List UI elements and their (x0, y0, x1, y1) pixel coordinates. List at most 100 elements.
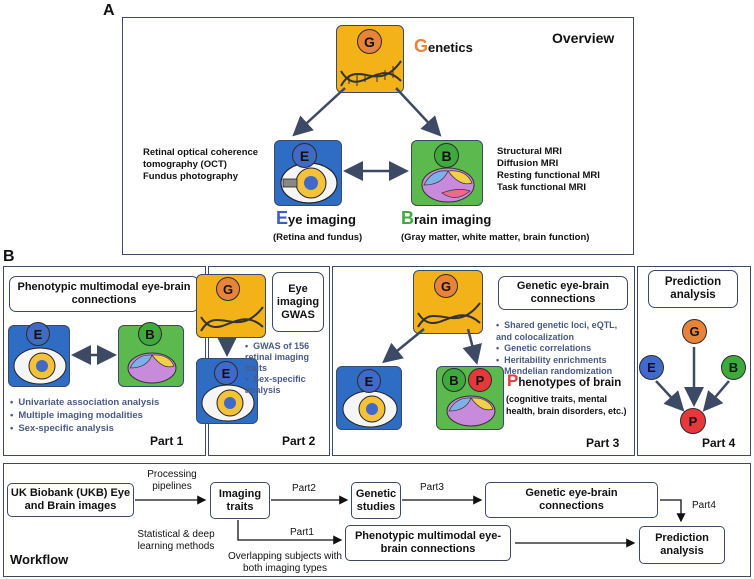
genetics-initial: G (414, 36, 429, 56)
brain-icon (421, 167, 475, 203)
phenotypes-subtitle: (cognitive traits, mental health, brain … (506, 394, 627, 416)
genetic-connections-box: Genetic eye-brain connections (485, 482, 658, 518)
part3-eye-bubble: E (357, 369, 381, 393)
brain-modality-2: Diffusion MRI (497, 158, 559, 169)
workflow-frame (3, 463, 751, 577)
part2-bullet-1: GWAS of 156 retinal imaging traits (245, 341, 329, 374)
part1-bullet-2: Multiple imaging modalities (10, 409, 159, 422)
eye-modality-2: tomography (OCT) (143, 159, 227, 170)
eye-imaging-subtitle: (Retina and fundus) (273, 232, 363, 243)
brain-imaging-subtitle: (Gray matter, white matter, brain functi… (401, 232, 590, 243)
part1-flow-label: Part1 (290, 527, 314, 538)
part2-bullet-2: Sex-specific analysis (245, 374, 329, 396)
part4-genetics-bubble: G (682, 319, 707, 344)
flow-connections-prediction (660, 499, 686, 523)
overview-title: Overview (552, 30, 615, 46)
part3-pheno-bubble: P (468, 368, 492, 392)
part4-label: Part 4 (702, 436, 736, 450)
phenotypic-connections-box: Phenotypic multimodal eye-brain connecti… (345, 525, 511, 561)
part2-genetics-bubble: G (216, 277, 240, 301)
part3-bullet-2: Genetic correlations (496, 343, 632, 355)
genetics-bubble: G (357, 29, 382, 54)
part1-label: Part 1 (150, 434, 184, 448)
brain-modality-3: Resting functional MRI (497, 170, 600, 181)
part3-bullets: Shared genetic loci, eQTL, and colocaliz… (496, 320, 632, 378)
brain-modality-1: Structural MRI (497, 146, 562, 157)
part3-dna-icon (417, 302, 481, 328)
part4-eye-bubble: E (639, 355, 664, 380)
eye-imaging-initial: E (276, 208, 289, 228)
part3-bullet-3: Heritability enrichments (496, 355, 632, 367)
part2-title: Eye imaging GWAS (272, 272, 324, 332)
brain-modality-4: Task functional MRI (497, 182, 587, 193)
processing-label: Processing pipelines (147, 469, 197, 492)
genetics-label: Genetics (414, 36, 473, 57)
part3-genetics-tile (413, 270, 483, 334)
part4-flow-label: Part4 (692, 500, 716, 511)
brain-bubble: B (434, 143, 459, 168)
statistical-label: Statistical & deep learning methods (137, 529, 215, 552)
brain-modalities: Structural MRI Diffusion MRI Resting fun… (497, 146, 600, 194)
ukb-box: UK Biobank (UKB) Eye and Brain images (7, 483, 134, 517)
prediction-box: Prediction analysis (639, 526, 725, 564)
part1-bullets: Univariate association analysis Multiple… (10, 396, 159, 435)
part3-label: Part 3 (586, 436, 620, 450)
panel-a-letter: A (103, 2, 115, 19)
part3-arrow-g-e (382, 328, 425, 364)
part2-flow-label: Part2 (292, 483, 316, 494)
part1-brain-bubble: B (138, 322, 162, 346)
part3-bullet-1: Shared genetic loci, eQTL, and colocaliz… (496, 320, 632, 343)
part4-arrow-b-p (702, 380, 730, 412)
part4-pheno-bubble: P (680, 408, 706, 434)
part2-bullets: GWAS of 156 retinal imaging traits Sex-s… (245, 341, 329, 396)
part3-bullet-4: Mendelian randomization (496, 366, 632, 378)
part2-eye-bubble: E (214, 361, 238, 385)
part4-title: Prediction analysis (648, 270, 738, 308)
phenotypes-initial: P (507, 371, 519, 390)
part3-brain-bubble: B (442, 368, 466, 392)
part3-genetics-bubble: G (434, 274, 458, 298)
arrow-g-to-b (395, 87, 442, 137)
part1-bullet-3: Sex-specific analysis (10, 422, 159, 435)
part2-dna-icon (200, 306, 264, 332)
arrow-g-to-e (292, 87, 346, 137)
part3-frame (332, 266, 635, 456)
eye-bubble: E (292, 143, 317, 168)
eye-modality-3: Fundus photography (143, 171, 238, 182)
part3-arrow-g-b (462, 328, 482, 365)
part4-brain-bubble: B (721, 355, 746, 380)
dna-icon (340, 60, 402, 87)
part1-eye-icon (13, 347, 67, 385)
brain-imaging-title: Brain imaging (401, 208, 491, 229)
eye-imaging-rest: ye imaging (288, 212, 356, 227)
part3-eye-tile (336, 366, 402, 430)
eye-modalities: Retinal optical coherence tomography (OC… (143, 147, 258, 183)
eye-modality-1: Retinal optical coherence (143, 147, 259, 158)
part2-label: Part 2 (282, 434, 316, 448)
part1-title: Phenotypic multimodal eye-brain connecti… (9, 276, 199, 312)
part1-eye-bubble: E (26, 322, 50, 346)
overlap-label: Overlapping subjects with both imaging t… (228, 551, 342, 574)
part3-flow-label: Part3 (420, 482, 444, 493)
flow-traits-phenotypic (237, 520, 343, 545)
phenotypes-title: Phenotypes of brain (507, 371, 621, 391)
genetics-rest: enetics (428, 40, 473, 55)
part3-title: Genetic eye-brain connections (498, 276, 628, 310)
part4-frame (637, 266, 751, 456)
part2-eye-icon (201, 384, 255, 422)
workflow-label: Workflow (10, 552, 69, 567)
brain-imaging-rest: rain imaging (414, 212, 492, 227)
brain-imaging-initial: B (401, 208, 414, 228)
phenotypes-rest: henotypes of brain (518, 377, 622, 389)
part3-brain-icon (446, 395, 496, 427)
overview-frame (122, 17, 634, 255)
part3-eye-icon (342, 390, 398, 428)
part1-bullet-1: Univariate association analysis (10, 396, 159, 409)
imaging-traits-box: Imaging traits (210, 482, 270, 519)
genetic-studies-box: Genetic studies (351, 482, 401, 519)
part1-brain-icon (127, 352, 177, 384)
part4-arrow-e-p (655, 380, 685, 412)
panel-b-letter: B (3, 248, 15, 265)
eye-imaging-title: Eye imaging (276, 208, 356, 229)
